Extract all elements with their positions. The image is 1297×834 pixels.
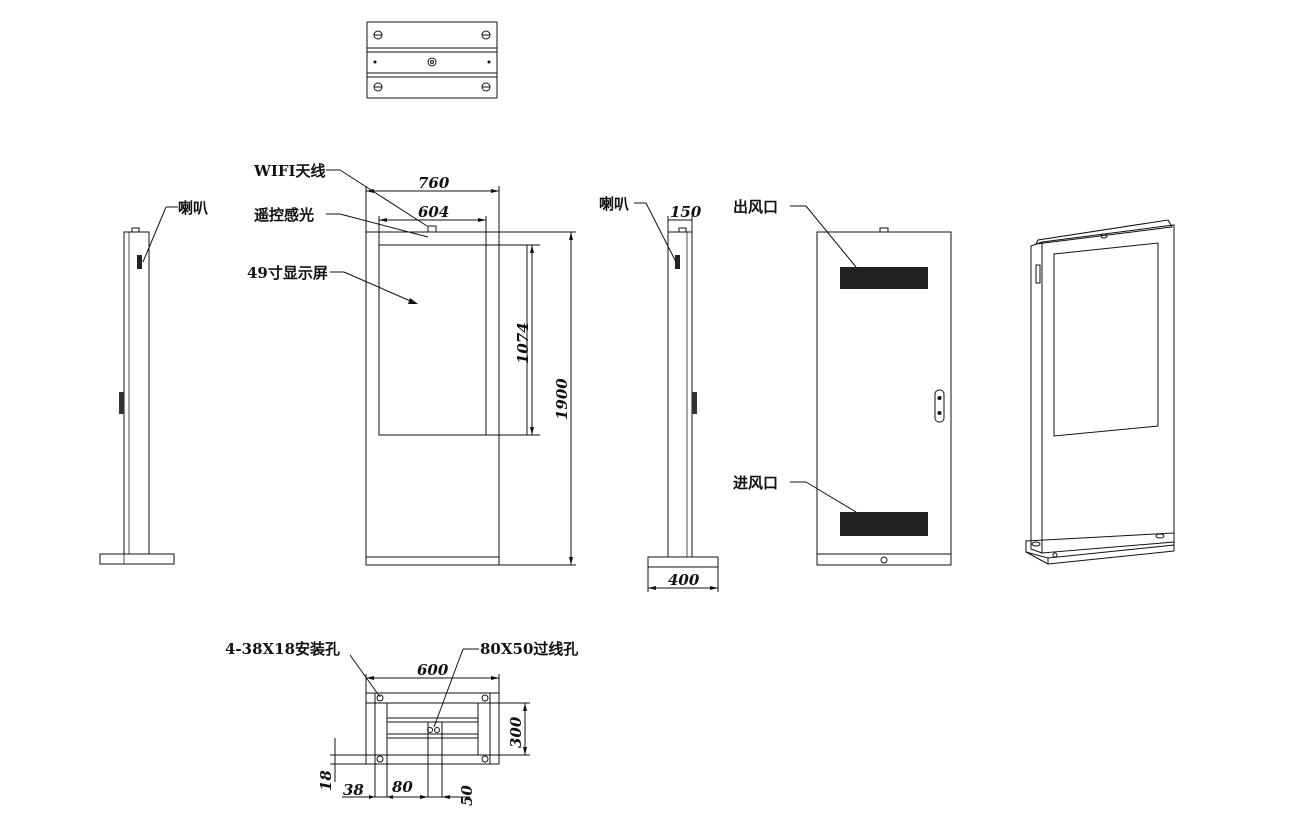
dim-1900: 1900 bbox=[553, 378, 571, 420]
top-view-bracket bbox=[366, 21, 498, 99]
dim-50: 50 bbox=[458, 785, 476, 806]
dim-604: 604 bbox=[418, 203, 449, 221]
speaker-left-label: 喇叭 bbox=[178, 199, 208, 217]
side-view-left bbox=[99, 227, 175, 565]
mount-holes-label: 4-38X18安装孔 bbox=[225, 640, 340, 658]
dim-760: 760 bbox=[418, 174, 450, 192]
dim-600: 600 bbox=[417, 661, 449, 679]
dim-1074: 1074 bbox=[514, 322, 532, 364]
speaker-right-label: 喇叭 bbox=[599, 195, 629, 213]
dim-400: 400 bbox=[668, 571, 700, 589]
dim-150: 150 bbox=[670, 203, 702, 221]
cable-hole-label: 80X50过线孔 bbox=[480, 640, 578, 658]
side-view-right bbox=[647, 216, 719, 592]
dim-300: 300 bbox=[507, 716, 525, 748]
outlet-label: 出风口 bbox=[733, 198, 778, 216]
perspective-view bbox=[1025, 219, 1175, 565]
dim-18: 18 bbox=[317, 770, 335, 791]
remote-sensor-label: 遥控感光 bbox=[254, 206, 314, 224]
screen-label: 49寸显示屏 bbox=[247, 264, 328, 282]
rear-view bbox=[816, 227, 952, 566]
base-plan-view bbox=[330, 674, 530, 799]
front-view bbox=[365, 186, 576, 566]
dim-38: 38 bbox=[343, 781, 364, 799]
inlet-label: 进风口 bbox=[733, 474, 778, 492]
wifi-label: WIFI天线 bbox=[253, 162, 326, 180]
dim-80: 80 bbox=[392, 778, 413, 796]
